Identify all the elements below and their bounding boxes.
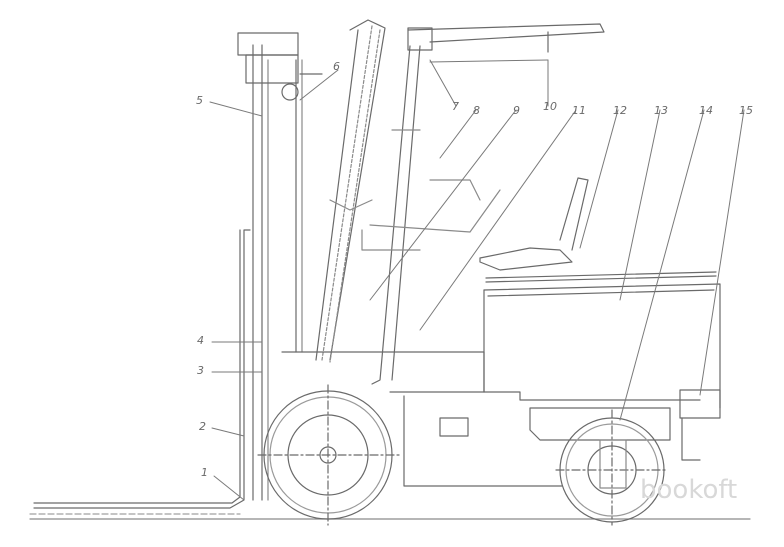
callout-2: 2: [199, 420, 206, 433]
steering-and-seat: [479, 177, 589, 271]
callout-9: 9: [513, 104, 520, 117]
watermark: bookoft: [640, 475, 737, 505]
callout-12: 12: [613, 104, 627, 117]
forks: [33, 229, 251, 509]
callout-10: 10: [543, 100, 557, 113]
callout-13: 13: [654, 104, 668, 117]
overhead-guard: [329, 129, 501, 251]
callout-6: 6: [333, 60, 340, 73]
mast: [237, 32, 323, 501]
callout-15: 15: [739, 104, 753, 117]
front-wheel: [257, 384, 401, 526]
callout-4: 4: [197, 334, 204, 347]
leader-lines: [209, 59, 745, 501]
callout-11: 11: [572, 104, 586, 117]
callout-1: 1: [201, 466, 208, 479]
callout-5: 5: [196, 94, 203, 107]
callout-7: 7: [452, 100, 459, 113]
callout-3: 3: [197, 364, 204, 377]
truck-body: [281, 271, 721, 487]
lift-chain: [315, 19, 605, 385]
rear-wheel: [555, 409, 669, 526]
callout-14: 14: [699, 104, 713, 117]
callout-8: 8: [473, 104, 480, 117]
